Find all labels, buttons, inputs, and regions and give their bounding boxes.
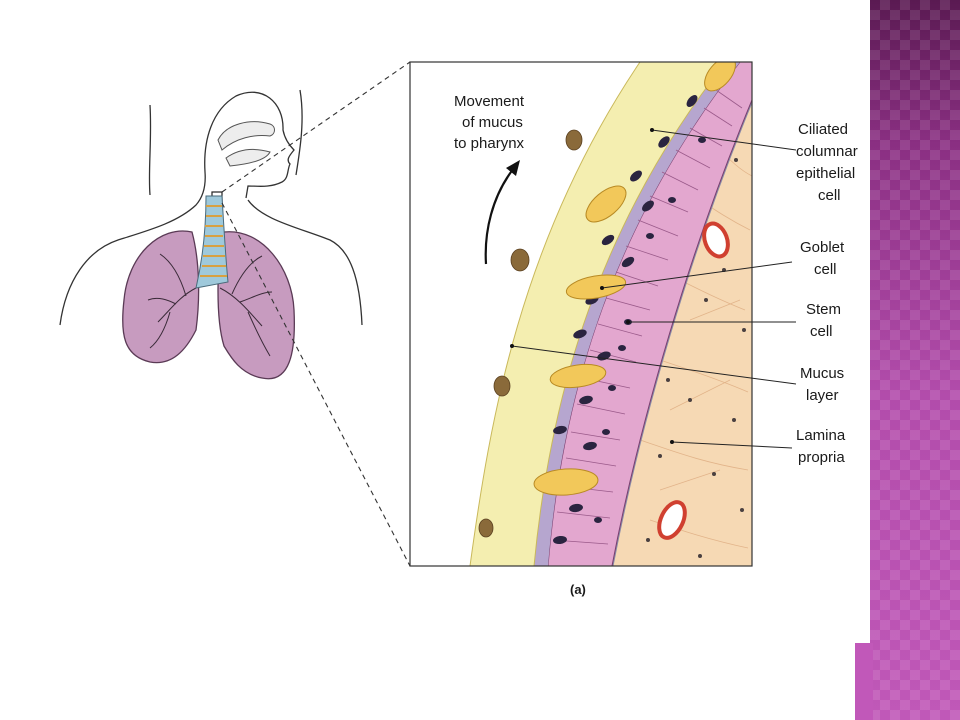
histology-frame	[409, 61, 753, 567]
label-goblet-cell: Goblet cell	[800, 239, 848, 278]
decorative-notch-bottom	[855, 643, 873, 720]
arrow-head	[506, 160, 520, 176]
mucus-particles	[478, 129, 583, 538]
lungs	[122, 230, 295, 380]
goblet-cells	[533, 62, 736, 496]
decorative-notch-top	[855, 0, 873, 18]
label-lamina-propria: Lamina propria	[796, 427, 849, 466]
bronchial-tree	[147, 253, 273, 357]
zoom-lines	[221, 61, 411, 567]
nuclei	[553, 95, 706, 545]
leader-lines	[511, 129, 797, 449]
label-mucus-movement: Movement of mucus to pharynx	[454, 93, 528, 152]
blood-vessels	[657, 221, 730, 540]
leader-dots	[510, 128, 674, 444]
left-lung	[217, 231, 295, 380]
nasal-cavity	[217, 121, 275, 167]
right-lung	[122, 230, 200, 364]
trachea	[195, 195, 229, 289]
lamina-cells	[646, 158, 746, 558]
lamina-propria-region	[612, 62, 752, 566]
histology-panel	[410, 62, 752, 566]
mucus-movement-arrow	[484, 167, 515, 265]
decorative-side-bar	[870, 0, 960, 720]
cell-boundaries	[552, 89, 743, 545]
label-stem-cell: Stem cell	[806, 301, 845, 340]
mucus-region	[469, 62, 727, 566]
label-mucus-layer: Mucus layer	[800, 365, 848, 404]
torso-figure	[59, 89, 363, 326]
panel-label: (a)	[570, 582, 586, 597]
label-ciliated-cell: Ciliated columnar epithelial cell	[796, 121, 862, 204]
